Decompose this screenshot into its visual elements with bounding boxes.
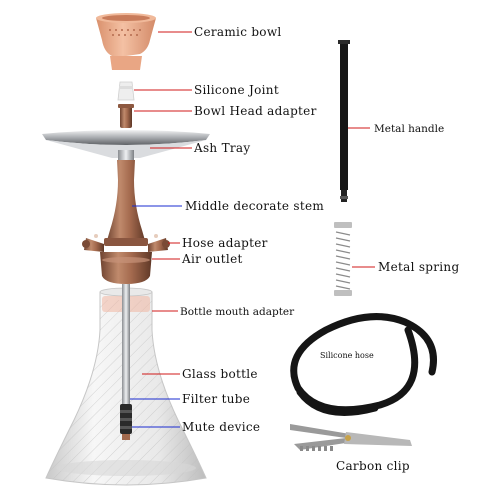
- label-bottle-mouth-adapter: Bottle mouth adapter: [180, 306, 295, 318]
- carbon-clip-part: [290, 424, 412, 451]
- hookah-assembly: [42, 13, 210, 486]
- filter-tube-part: [122, 284, 130, 404]
- label-middle-decorate-stem: Middle decorate stem: [185, 199, 324, 213]
- hose-adapter-part: [82, 234, 170, 252]
- label-silicone-hose: Silicone hose: [320, 351, 374, 360]
- ash-tray-part: [42, 130, 210, 160]
- label-carbon-clip: Carbon clip: [336, 459, 410, 473]
- silicone-joint-part: [117, 81, 135, 101]
- label-bowl-head-adapter: Bowl Head adapter: [194, 104, 317, 118]
- metal-handle-part: [338, 40, 350, 202]
- label-ceramic-bowl: Ceramic bowl: [194, 25, 282, 39]
- metal-spring-part: [334, 222, 352, 296]
- leader-lines: [130, 31, 375, 428]
- label-air-outlet: Air outlet: [181, 252, 243, 266]
- bowl-head-adapter-part: [118, 104, 134, 128]
- label-hose-adapter: Hose adapter: [182, 236, 268, 250]
- label-metal-handle: Metal handle: [374, 123, 444, 135]
- air-outlet-part: [100, 252, 152, 284]
- middle-stem-part: [104, 160, 148, 246]
- label-glass-bottle: Glass bottle: [182, 367, 258, 381]
- ceramic-bowl-part: [96, 13, 156, 70]
- label-ash-tray: Ash Tray: [193, 141, 250, 155]
- label-metal-spring: Metal spring: [378, 260, 459, 274]
- label-silicone-joint: Silicone Joint: [194, 83, 279, 97]
- silicone-hose-part: [290, 313, 437, 416]
- label-mute-device: Mute device: [182, 420, 260, 434]
- labels: Ceramic bowl Silicone Joint Bowl Head ad…: [180, 25, 459, 473]
- label-filter-tube: Filter tube: [182, 392, 250, 406]
- mute-device-part: [120, 404, 132, 440]
